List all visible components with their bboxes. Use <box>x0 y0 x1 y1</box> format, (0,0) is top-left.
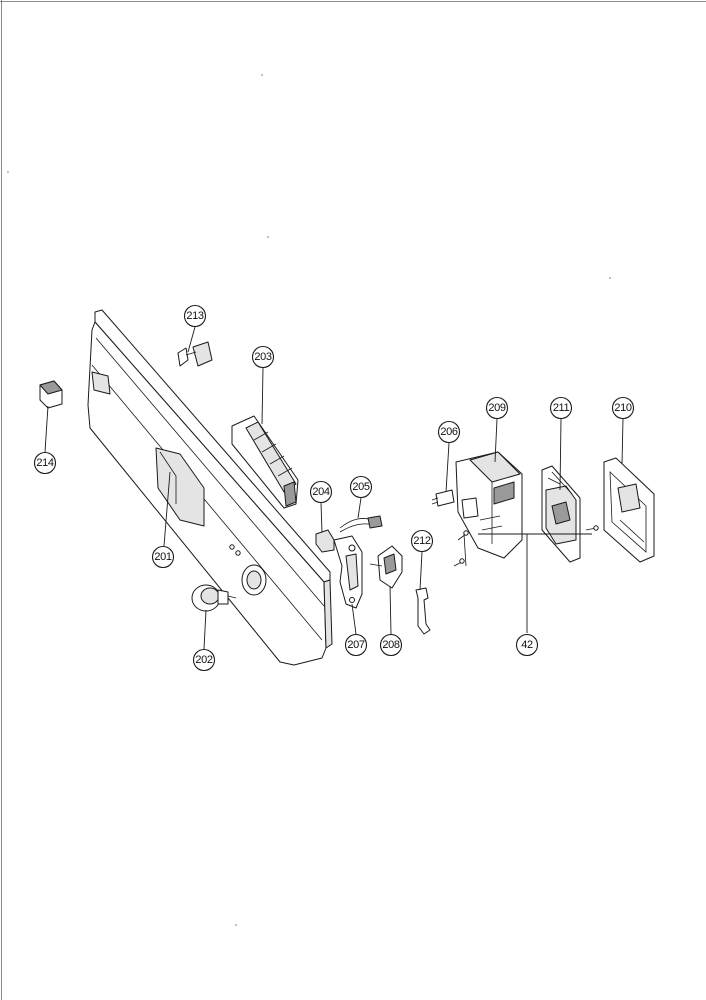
callout-207-label: 207 <box>347 639 364 651</box>
callout-208: 208 <box>379 633 403 657</box>
callout-205-label: 205 <box>352 481 369 493</box>
part-211-pcb <box>541 465 581 563</box>
part-207-switch <box>333 535 363 609</box>
callout-201: 201 <box>151 545 175 569</box>
callout-212-label: 212 <box>413 535 430 547</box>
part-210-cover <box>603 457 655 563</box>
callout-211-label: 211 <box>553 402 570 414</box>
part-206-connector <box>431 489 455 507</box>
part-208-switch <box>369 545 403 589</box>
callout-201-label: 201 <box>154 551 171 563</box>
part-213-button <box>177 341 213 367</box>
callout-210: 210 <box>611 396 635 420</box>
callout-214-label: 214 <box>36 457 53 469</box>
part-203-dispenser <box>231 415 299 509</box>
callout-213-label: 213 <box>186 310 203 322</box>
callout-211: 211 <box>549 396 573 420</box>
callout-202-label: 202 <box>195 654 212 666</box>
callout-212: 212 <box>410 529 434 553</box>
callout-209: 209 <box>485 396 509 420</box>
part-202-knob <box>191 584 237 612</box>
callout-206: 206 <box>437 420 461 444</box>
callout-208-label: 208 <box>382 639 399 651</box>
callout-214: 214 <box>33 451 57 475</box>
callout-213: 213 <box>183 304 207 328</box>
callout-42-label: 42 <box>521 639 533 651</box>
part-212-bracket <box>415 587 431 635</box>
callout-204-label: 204 <box>312 486 329 498</box>
callout-204: 204 <box>309 480 333 504</box>
callout-210-label: 210 <box>614 402 631 414</box>
callout-labels: 213 203 214 201 202 204 205 206 <box>33 304 635 672</box>
screw-set <box>453 525 599 567</box>
part-214-block <box>39 380 63 409</box>
leader-lines <box>44 326 624 650</box>
callout-206-label: 206 <box>440 426 457 438</box>
callout-203-label: 203 <box>254 351 271 363</box>
part-209-control-unit <box>455 451 523 567</box>
scan-specks <box>7 74 611 926</box>
callout-42: 42 <box>515 633 539 657</box>
control-panel-fascia <box>87 309 333 666</box>
callout-205: 205 <box>349 475 373 499</box>
callout-202: 202 <box>192 648 216 672</box>
part-205-wire <box>339 515 383 533</box>
callout-209-label: 209 <box>488 402 505 414</box>
callout-203: 203 <box>251 345 275 369</box>
callout-207: 207 <box>344 633 368 657</box>
